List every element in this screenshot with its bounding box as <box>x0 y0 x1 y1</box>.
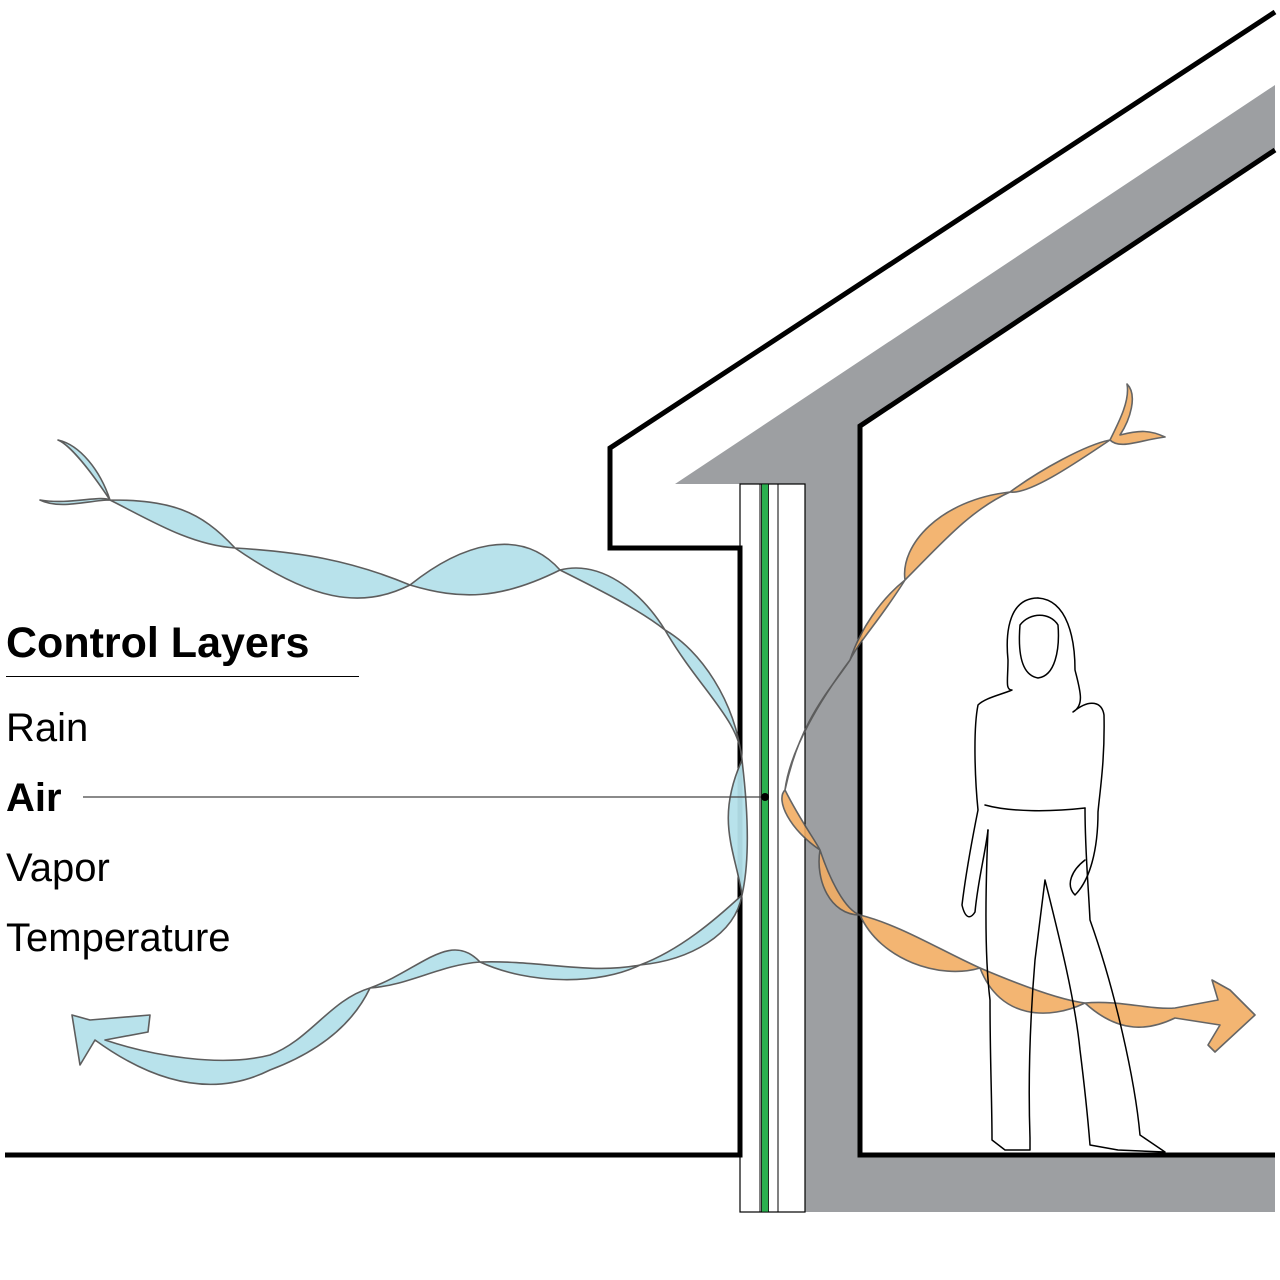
house-outline <box>5 9 1277 1158</box>
outside-air-flow <box>39 439 749 1086</box>
control-layers-legend: Control Layers Rain Air Vapor Temperatur… <box>6 610 406 973</box>
legend-item-temperature: Temperature <box>6 916 231 960</box>
outside-air-ribbon <box>39 439 749 1086</box>
roof-structure <box>675 85 1275 1212</box>
legend-title: Control Layers <box>6 610 359 677</box>
air-barrier-layer <box>761 483 769 1213</box>
legend-item-rain: Rain <box>6 706 89 750</box>
legend-item-vapor: Vapor <box>6 846 110 890</box>
air-leader-dot <box>761 793 769 801</box>
person-figure <box>961 597 1166 1153</box>
wall-assembly <box>739 483 806 1213</box>
legend-list: Rain Air Vapor Temperature <box>6 693 406 973</box>
inside-air-ribbon <box>781 383 1256 1053</box>
inside-air-flow <box>781 383 1256 1053</box>
interior-outline <box>857 147 1277 1158</box>
legend-item-air: Air <box>6 776 62 820</box>
